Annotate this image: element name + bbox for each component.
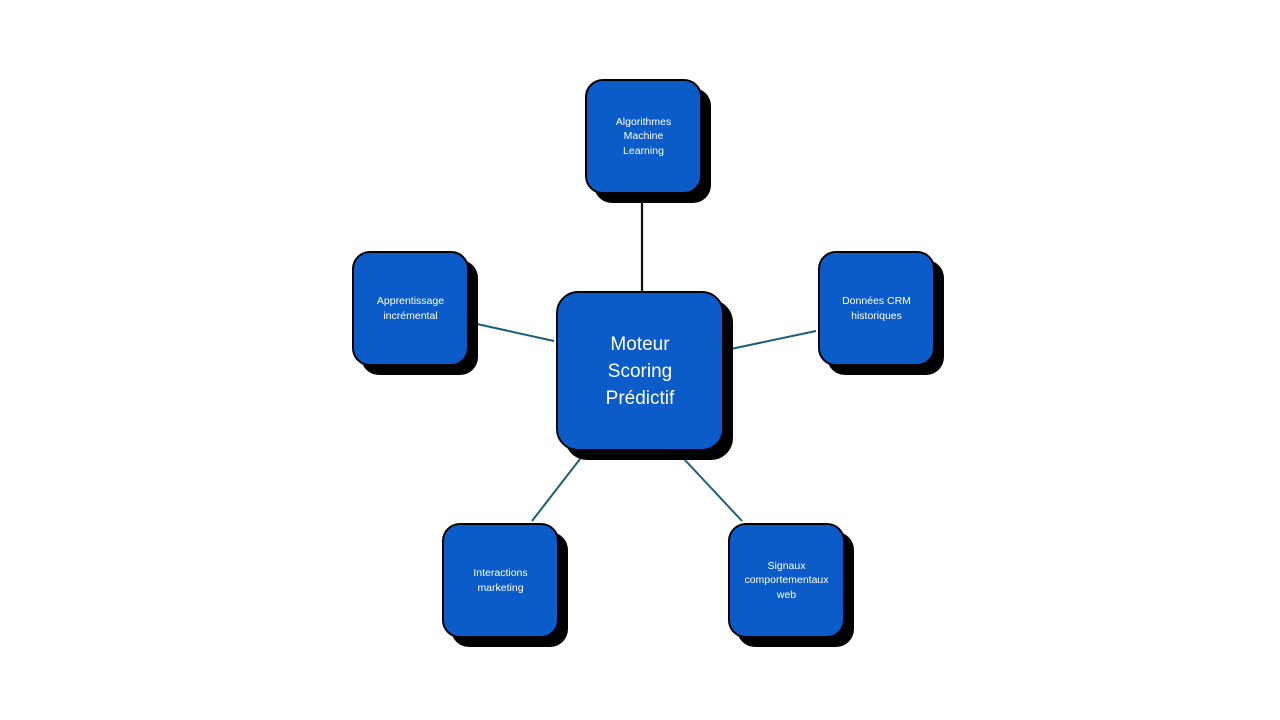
node-label: Données CRM historiques <box>842 295 911 322</box>
node-algorithmes-machine-learning[interactable]: Algorithmes Machine Learning <box>585 79 702 194</box>
node-moteur-scoring-predictif[interactable]: Moteur Scoring Prédictif <box>556 291 724 451</box>
node-donnees-crm-historiques[interactable]: Données CRM historiques <box>818 251 935 366</box>
node-label: Apprentissage incrémental <box>376 295 445 322</box>
connector-central-to-apprentissage-incremental <box>467 321 555 342</box>
node-label: Algorithmes Machine Learning <box>615 115 672 157</box>
central-node-label: Moteur Scoring Prédictif <box>605 333 675 409</box>
connector-central-to-interactions-marketing <box>531 458 581 522</box>
node-label: Signaux comportementaux web <box>744 559 829 601</box>
node-apprentissage-incremental[interactable]: Apprentissage incrémental <box>352 251 469 366</box>
node-interactions-marketing[interactable]: Interactions marketing <box>442 523 559 638</box>
connector-central-to-signaux-comportementaux-web <box>683 458 743 522</box>
node-label: Interactions marketing <box>473 567 528 594</box>
connector-central-to-donnees-crm-historiques <box>725 330 817 351</box>
node-signaux-comportementaux-web[interactable]: Signaux comportementaux web <box>728 523 845 638</box>
